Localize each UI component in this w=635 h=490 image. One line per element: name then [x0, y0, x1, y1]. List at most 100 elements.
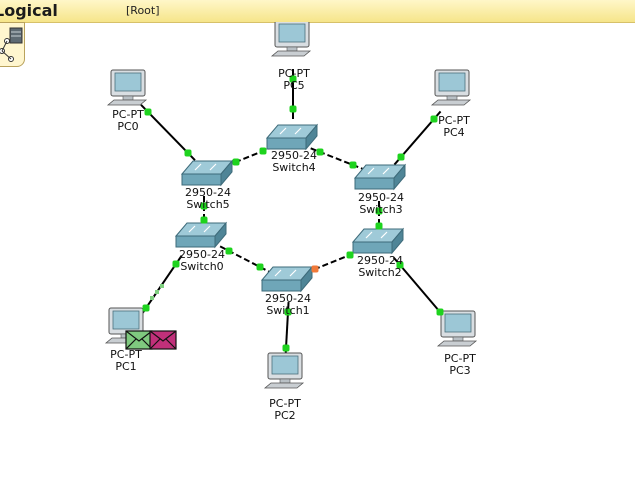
- port-blocked-indicator: [311, 265, 319, 273]
- device-name-text: Switch1: [266, 304, 310, 317]
- device-pc0[interactable]: [106, 69, 148, 106]
- packet-trail-dot: [155, 290, 159, 294]
- root-location-label[interactable]: [Root]: [126, 4, 160, 17]
- packet-trail-dot: [150, 296, 154, 300]
- device-name-text: Switch0: [180, 260, 224, 273]
- navigation-icon: [0, 27, 23, 62]
- port-up-indicator: [172, 260, 180, 268]
- device-switch2[interactable]: [351, 227, 405, 255]
- switch-front-icon: [175, 235, 216, 248]
- port-up-indicator: [397, 153, 405, 161]
- port-up-indicator: [232, 158, 240, 166]
- device-pc2[interactable]: [263, 352, 305, 389]
- device-switch3[interactable]: [353, 163, 407, 191]
- port-up-indicator: [259, 147, 267, 155]
- device-model-text: PC-PT: [110, 348, 142, 361]
- device-model-text: PC-PT: [112, 108, 144, 121]
- switch-front-icon: [354, 177, 395, 190]
- pc-keyboard-icon: [436, 340, 478, 347]
- switch-arrows-icon: [279, 127, 302, 135]
- device-name-text: Switch4: [272, 161, 316, 174]
- device-model-text: 2950-24: [265, 292, 311, 305]
- switch-arrows-icon: [188, 225, 211, 233]
- switch-side-icon: [391, 227, 404, 255]
- device-name-text: Switch2: [358, 266, 402, 279]
- switch-side-icon: [393, 163, 406, 191]
- switch-side-icon: [214, 221, 227, 249]
- network-topology: [104, 22, 478, 389]
- port-up-indicator: [430, 115, 438, 123]
- switch-arrows-icon: [274, 269, 297, 277]
- device-switch4[interactable]: [265, 123, 319, 151]
- device-name-text: PC2: [274, 409, 296, 422]
- device-pc4[interactable]: [430, 69, 472, 106]
- port-up-indicator: [346, 251, 354, 259]
- switch-side-icon: [300, 265, 313, 293]
- port-up-indicator: [349, 161, 357, 169]
- port-up-indicator: [256, 263, 264, 271]
- device-switch0[interactable]: [174, 221, 228, 249]
- navigation-button[interactable]: [0, 22, 25, 67]
- device-pc3[interactable]: [436, 310, 478, 347]
- device-model-text: 2950-24: [357, 254, 403, 267]
- device-model-text: PC-PT: [278, 67, 310, 80]
- device-model-text: 2950-24: [185, 186, 231, 199]
- switch-side-icon: [305, 123, 318, 151]
- device-name-text: PC0: [117, 120, 139, 133]
- device-name-text: Switch5: [186, 198, 230, 211]
- port-up-indicator: [282, 344, 290, 352]
- port-up-indicator: [289, 105, 297, 113]
- device-name-text: PC3: [449, 364, 471, 377]
- device-name-text: PC4: [443, 126, 465, 139]
- port-up-indicator: [375, 222, 383, 230]
- port-up-indicator: [200, 216, 208, 224]
- switch-front-icon: [261, 279, 302, 292]
- port-up-indicator: [316, 148, 324, 156]
- switch-front-icon: [266, 137, 307, 150]
- device-model-text: PC-PT: [269, 397, 301, 410]
- port-up-indicator: [284, 308, 292, 316]
- switch-arrows-icon: [194, 163, 217, 171]
- device-model-text: 2950-24: [358, 191, 404, 204]
- port-up-indicator: [289, 75, 297, 83]
- workspace-header: Logical [Root]: [0, 0, 635, 23]
- pc-keyboard-icon: [270, 50, 312, 57]
- port-up-indicator: [142, 304, 150, 312]
- port-up-indicator: [144, 108, 152, 116]
- switch-arrows-icon: [365, 231, 388, 239]
- port-up-indicator: [396, 261, 404, 269]
- pc-keyboard-icon: [263, 382, 305, 389]
- device-name-text: PC1: [115, 360, 137, 373]
- workspace-mode-title: Logical: [0, 1, 58, 20]
- switch-front-icon: [181, 173, 222, 186]
- device-model-text: PC-PT: [438, 114, 470, 127]
- switch-arrows-icon: [367, 167, 390, 175]
- port-up-indicator: [375, 207, 383, 215]
- port-up-indicator: [184, 149, 192, 157]
- switch-front-icon: [352, 241, 393, 254]
- pc-keyboard-icon: [430, 99, 472, 106]
- port-up-indicator: [436, 308, 444, 316]
- device-switch5[interactable]: [180, 159, 234, 187]
- device-name-text: Switch3: [359, 203, 403, 216]
- device-model-text: PC-PT: [444, 352, 476, 365]
- device-name-text: PC5: [283, 79, 305, 92]
- device-switch1[interactable]: [260, 265, 314, 293]
- port-up-indicator: [225, 247, 233, 255]
- device-model-text: 2950-24: [271, 149, 317, 162]
- device-pc1[interactable]: [104, 307, 146, 344]
- device-model-text: 2950-24: [179, 248, 225, 261]
- pc-keyboard-icon: [106, 99, 148, 106]
- device-pc5[interactable]: [270, 22, 312, 57]
